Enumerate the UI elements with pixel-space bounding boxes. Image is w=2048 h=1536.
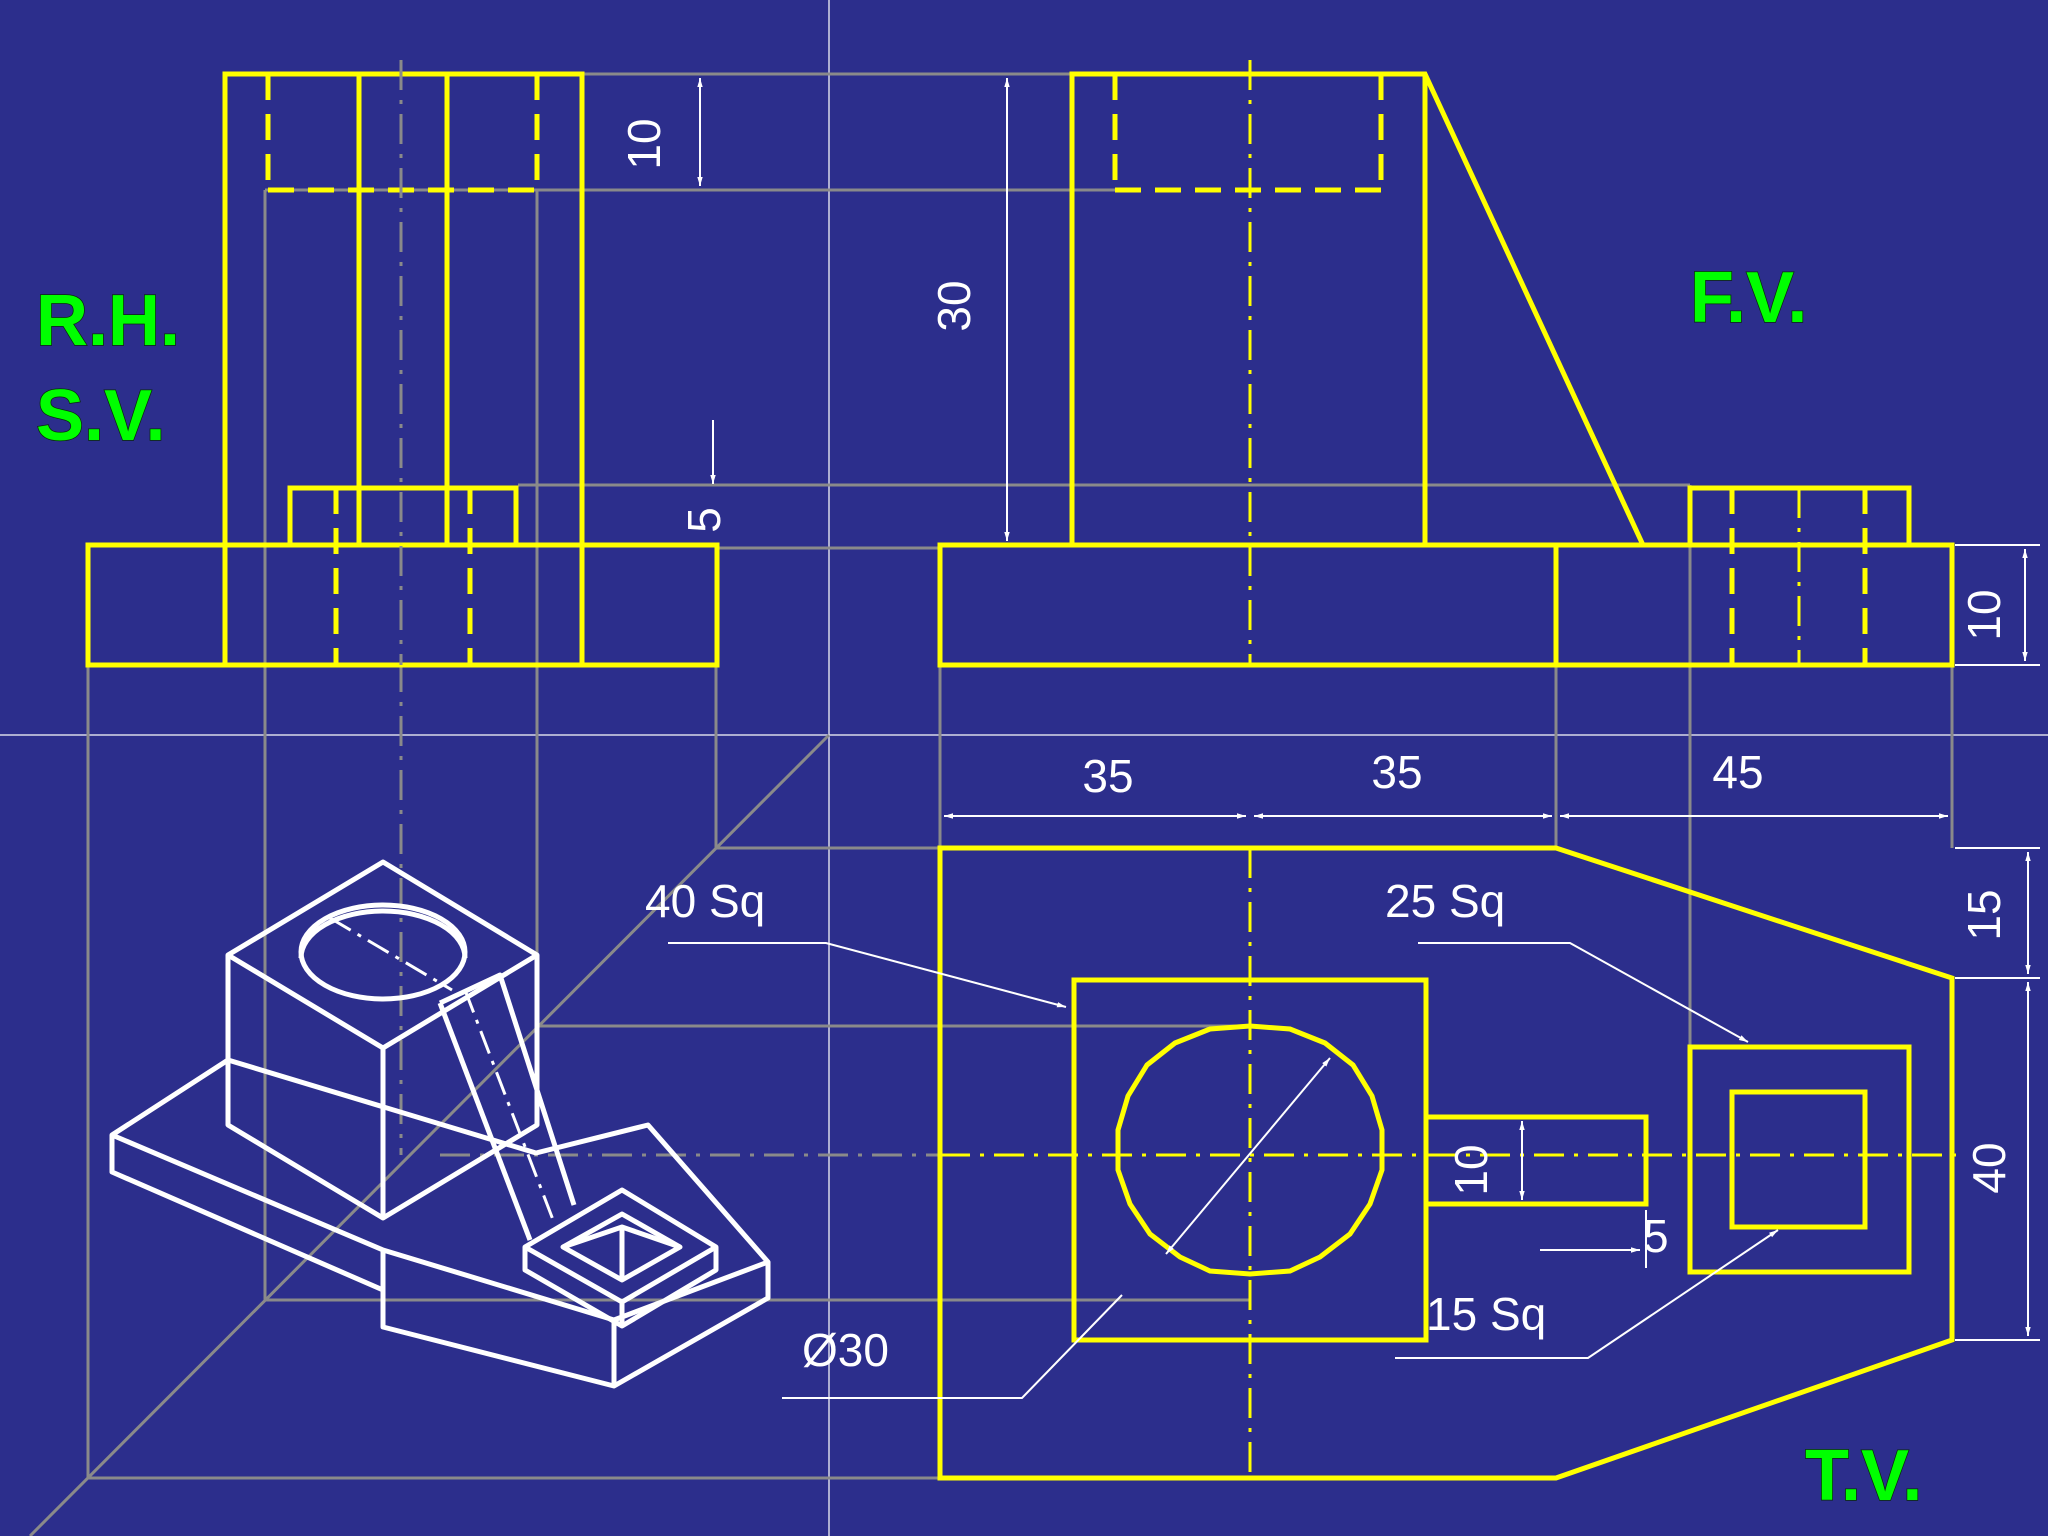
dim-depth-front: 15 <box>1958 889 2010 940</box>
dim-len-b: 35 <box>1371 746 1422 798</box>
side-view-drawing <box>85 60 720 668</box>
dim-len-a: 35 <box>1082 750 1133 802</box>
dim-step: 5 <box>678 507 730 533</box>
front-view-label: F.V. <box>1690 258 1807 338</box>
front-view-drawing <box>937 60 1955 668</box>
side-view-label-line1: R.H. <box>36 281 180 361</box>
top-view-label: T.V. <box>1805 1436 1922 1516</box>
dim-boss-square: 25 Sq <box>1385 875 1505 927</box>
dim-base-thickness: 10 <box>1958 589 2010 640</box>
dim-boss-height: 10 <box>618 118 670 169</box>
top-view-drawing <box>937 845 1960 1481</box>
dim-hole-square: 15 Sq <box>1426 1288 1546 1340</box>
dim-len-c: 45 <box>1712 746 1763 798</box>
dim-depth-main: 40 <box>1963 1142 2015 1193</box>
dim-block-square: 40 Sq <box>645 875 765 927</box>
dim-hole-diameter: Ø30 <box>802 1324 889 1376</box>
dim-slot-width: 10 <box>1445 1144 1497 1195</box>
isometric-view <box>109 859 771 1389</box>
dim-slot-gap: 5 <box>1643 1210 1669 1262</box>
dim-total-height: 30 <box>928 280 980 331</box>
side-view-label-line2: S.V. <box>36 376 165 456</box>
dimension-lines <box>668 78 2040 1399</box>
